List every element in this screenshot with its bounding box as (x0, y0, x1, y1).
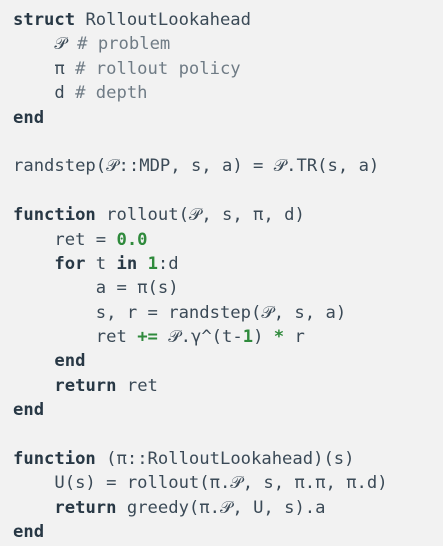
code-line: a = π(s) (13, 276, 443, 300)
code-token: 𝒫 (13, 34, 78, 55)
code-token: # depth (75, 83, 148, 104)
code-line: return ret (13, 374, 443, 398)
code-token: end (13, 400, 45, 421)
code-line: return greedy(π.𝒫, U, s).a (13, 496, 443, 520)
code-token: ret (116, 375, 158, 396)
code-token: for (54, 253, 86, 274)
code-token: 1 (242, 327, 254, 348)
code-token (13, 254, 54, 274)
code-line: struct RolloutLookahead (13, 8, 443, 32)
code-token: ret = (13, 229, 117, 250)
code-token: U(s) = rollout(π.𝒫, s, π.π, π.d) (13, 473, 388, 494)
code-token: function (13, 449, 96, 470)
code-token: s, r = randstep(𝒫, s, a) (13, 302, 347, 323)
code-line: function rollout(𝒫, s, π, d) (13, 203, 443, 227)
code-token: end (13, 107, 45, 128)
code-token: a = π(s) (13, 278, 179, 299)
code-line: π # rollout policy (13, 57, 443, 81)
code-token: 0.0 (116, 229, 148, 250)
code-token: return (54, 375, 117, 396)
code-token: end (13, 522, 45, 543)
code-token: function (13, 205, 96, 226)
code-token: in (116, 253, 138, 274)
code-token: 1 (147, 253, 158, 274)
code-token: += (137, 327, 158, 348)
code-token (13, 498, 54, 518)
code-line: randstep(𝒫::MDP, s, a) = 𝒫.TR(s, a) (13, 154, 443, 178)
code-token: # problem (77, 34, 171, 55)
code-token: return (54, 497, 117, 518)
code-token: :d (157, 253, 179, 274)
code-line (13, 423, 443, 447)
code-line: function (π::RolloutLookahead)(s) (13, 447, 443, 471)
code-token: ) (253, 327, 274, 348)
code-line (13, 179, 443, 203)
code-token: RolloutLookahead (75, 10, 252, 30)
code-line (13, 130, 443, 154)
code-token: r (284, 327, 305, 348)
code-line: ret = 0.0 (13, 228, 443, 252)
code-token: * (273, 327, 285, 348)
code-token (13, 376, 54, 396)
code-line: 𝒫 # problem (13, 32, 443, 56)
code-line: d # depth (13, 81, 443, 105)
code-token: # rollout policy (75, 58, 241, 79)
code-token: end (54, 351, 86, 372)
code-line: end (13, 398, 443, 422)
code-line: end (13, 106, 443, 130)
code-token (137, 254, 147, 274)
code-token: π (13, 58, 76, 79)
code-token (13, 351, 54, 371)
code-line: ret += 𝒫.γ^(t-1) * r (13, 325, 443, 349)
code-line: for t in 1:d (13, 252, 443, 276)
code-token: struct (13, 10, 76, 30)
code-token: d (13, 83, 76, 104)
code-line: s, r = randstep(𝒫, s, a) (13, 301, 443, 325)
code-token: randstep(𝒫::MDP, s, a) = 𝒫.TR(s, a) (13, 156, 380, 177)
code-token: (π::RolloutLookahead)(s) (95, 449, 355, 470)
code-token: ret (13, 327, 138, 348)
code-line: end (13, 520, 443, 544)
code-token: 𝒫.γ^(t- (157, 327, 243, 348)
code-line: U(s) = rollout(π.𝒫, s, π.π, π.d) (13, 471, 443, 495)
code-token: greedy(π.𝒫, U, s).a (116, 497, 326, 518)
code-line: end (13, 349, 443, 373)
code-token: rollout(𝒫, s, π, d) (95, 205, 305, 226)
code-token: t (85, 253, 117, 274)
